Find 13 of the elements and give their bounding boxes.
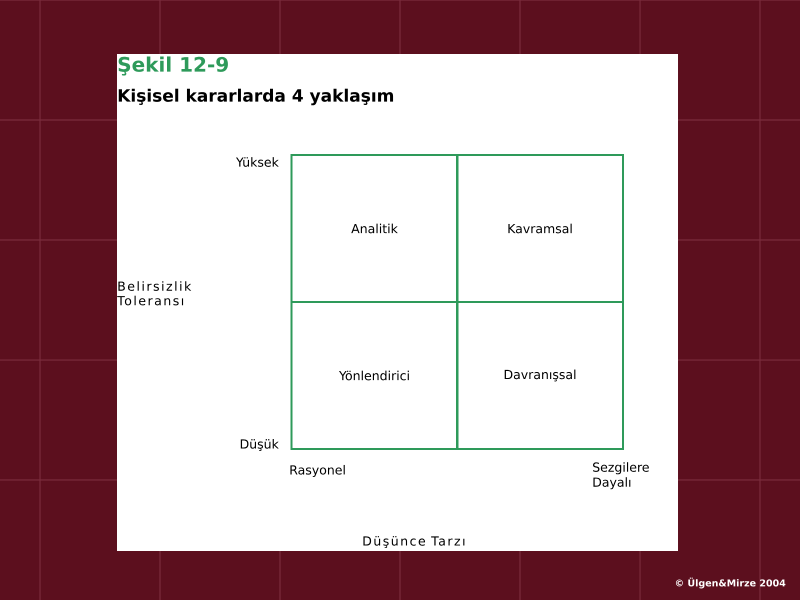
- copyright-note: © Ülgen&Mirze 2004: [676, 578, 786, 588]
- axis-title: Belirsizlik Toleransı: [117, 281, 192, 306]
- axis-label: Rasyonel: [290, 464, 345, 478]
- quadrant-cell: Yönlendirici: [290, 301, 458, 450]
- quadrant-cell: Kavramsal: [456, 154, 624, 303]
- quadrant-cell: Analitik: [290, 154, 458, 303]
- axis-label: Düşük: [240, 439, 279, 451]
- axis-title: Düşünce Tarzı: [363, 536, 464, 548]
- axis-label: Yüksek: [236, 157, 279, 167]
- subtitle: Kişisel kararlarda 4 yaklaşım: [118, 88, 394, 106]
- axis-label: Sezgilere Dayalı: [593, 462, 649, 490]
- quadrant-cell: Davranışsal: [456, 301, 624, 450]
- figure-number: Şekil 12-9: [118, 56, 228, 76]
